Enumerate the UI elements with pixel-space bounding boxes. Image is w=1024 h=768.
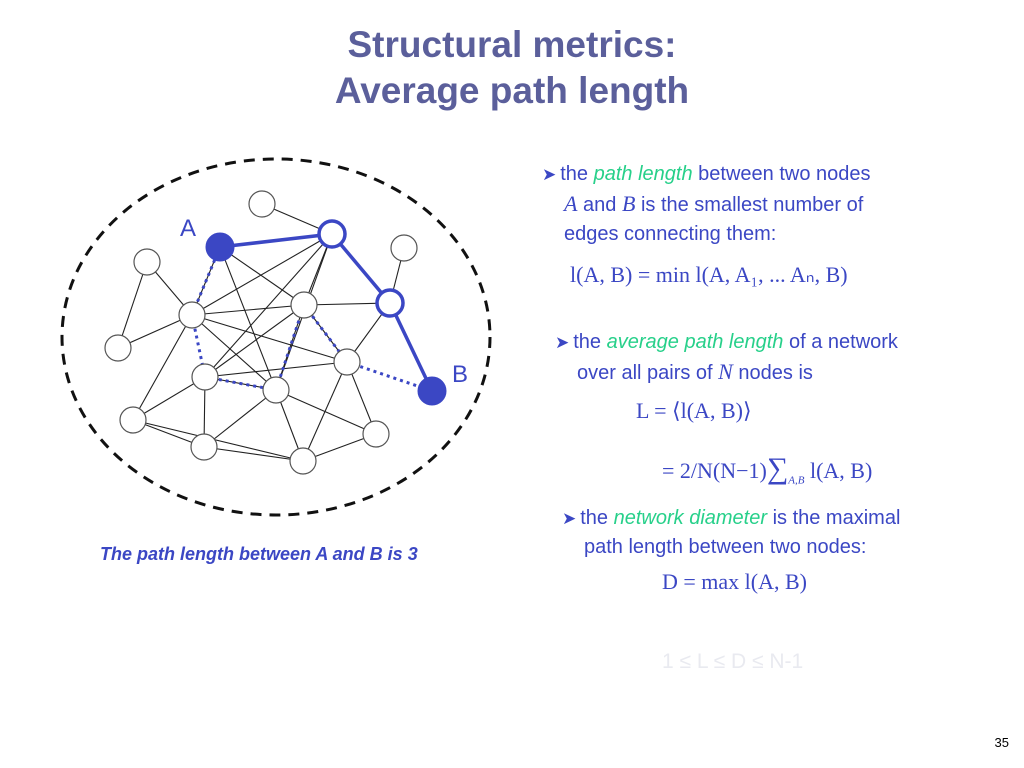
graph-edge	[191, 304, 305, 316]
formula2-pre: = 2/N(N−1)	[662, 458, 767, 483]
term-path-length: path length	[593, 163, 693, 185]
bullet2-post: of a network	[783, 331, 898, 353]
bullet-path-length: ➤the path length between two nodes A and…	[542, 160, 871, 249]
graph-node-on-path	[317, 219, 347, 249]
graph-edge	[275, 389, 377, 435]
graph-node-on-path	[375, 288, 405, 318]
page-number: 35	[994, 735, 1009, 750]
graph-edge	[132, 419, 304, 462]
node-label-b: B	[452, 361, 468, 388]
graph-shortest-path-edge	[219, 232, 333, 249]
graph-node	[190, 433, 218, 461]
bullet1-post: between two nodes	[692, 163, 871, 185]
graph-node	[104, 334, 132, 362]
bullet-average-path-length: ➤the average path length of a network ov…	[555, 328, 898, 388]
graph-edge	[203, 446, 304, 462]
graph-node-endpoint-a	[205, 232, 235, 262]
graph-node	[248, 190, 276, 218]
bullet-arrow-icon: ➤	[562, 509, 577, 528]
graph-edge	[204, 361, 348, 378]
graph-node	[290, 291, 318, 319]
slide-title: Structural metrics: Average path length	[0, 22, 1024, 114]
bullet2-line2-pre: over all pairs of	[577, 362, 719, 384]
graph-edge	[191, 233, 333, 316]
graph-shortest-path-edge	[330, 232, 392, 305]
bullet2-var-n: N	[718, 359, 733, 384]
formula-path-length: l(A, B) = min l(A, A₁, ... Aₙ, B)	[570, 262, 848, 287]
bullet3-post: is the maximal	[767, 507, 901, 529]
graph-edge	[204, 304, 305, 378]
term-network-diameter: network diameter	[613, 507, 768, 529]
faint-inequality-note: 1 ≤ L ≤ D ≤ N-1	[662, 650, 804, 673]
graph-edge	[204, 233, 333, 378]
sum-symbol: ∑	[766, 452, 789, 485]
graph-node	[333, 348, 361, 376]
graph-boundary-ellipse	[60, 157, 492, 517]
graph-node-endpoint-b	[417, 376, 447, 406]
bullet-network-diameter: ➤the network diameter is the maximal pat…	[562, 504, 900, 562]
graph-node	[133, 248, 161, 276]
graph-node	[362, 420, 390, 448]
graph-node	[191, 363, 219, 391]
title-line-2: Average path length	[334, 70, 690, 111]
bullet1-and: and	[577, 194, 622, 216]
formula-network-diameter: D = max l(A, B)	[662, 569, 807, 594]
formula-average-path-length: L = ⟨l(A, B)⟩	[636, 398, 752, 423]
bullet-arrow-icon: ➤	[555, 333, 570, 352]
graph-edge	[219, 246, 305, 306]
graph-alt-path-edge	[274, 304, 306, 391]
graph-edge	[302, 361, 348, 462]
graph-caption: The path length between A and B is 3	[100, 544, 418, 564]
graph-alt-path-edge	[302, 304, 349, 363]
sum-subscript: A,B	[788, 474, 805, 487]
bullet3-pre: the	[580, 507, 614, 529]
bullet1-var-b: B	[621, 191, 636, 216]
bullet1-var-a: A	[564, 191, 578, 216]
graph-node	[178, 301, 206, 329]
formula-average-path-length-sum: = 2/N(N−1)∑A,B l(A, B)	[662, 452, 872, 486]
graph-alt-path-edge	[190, 246, 222, 316]
formula2-post: l(A, B)	[804, 458, 873, 483]
graph-node	[262, 376, 290, 404]
term-average-path-length: average path length	[606, 331, 784, 353]
bullet-arrow-icon: ➤	[542, 165, 557, 184]
graph-node	[390, 234, 418, 262]
bullet1-line2-post: is the smallest number of	[635, 194, 864, 216]
bullet1-pre: the	[560, 163, 594, 185]
graph-edge	[132, 314, 193, 421]
graph-alt-path-edge	[204, 375, 277, 392]
graph-edge	[117, 261, 148, 349]
bullet1-line3: edges connecting them:	[564, 223, 777, 245]
bullet3-line2: path length between two nodes:	[584, 536, 867, 558]
graph-edge	[191, 314, 277, 391]
node-label-a: A	[180, 215, 196, 242]
graph-node	[119, 406, 147, 434]
title-line-1: Structural metrics:	[347, 24, 677, 65]
graph-edge	[191, 314, 348, 363]
bullet2-pre: the	[573, 331, 607, 353]
graph-edge	[219, 246, 277, 391]
graph-edge	[132, 376, 206, 421]
bullet2-line2-post: nodes is	[732, 362, 813, 384]
graph-node	[289, 447, 317, 475]
graph-alt-path-edge	[346, 360, 433, 393]
graph-edge	[203, 389, 277, 448]
network-graph: A B	[60, 157, 492, 517]
graph-shortest-path-edge	[388, 302, 434, 392]
